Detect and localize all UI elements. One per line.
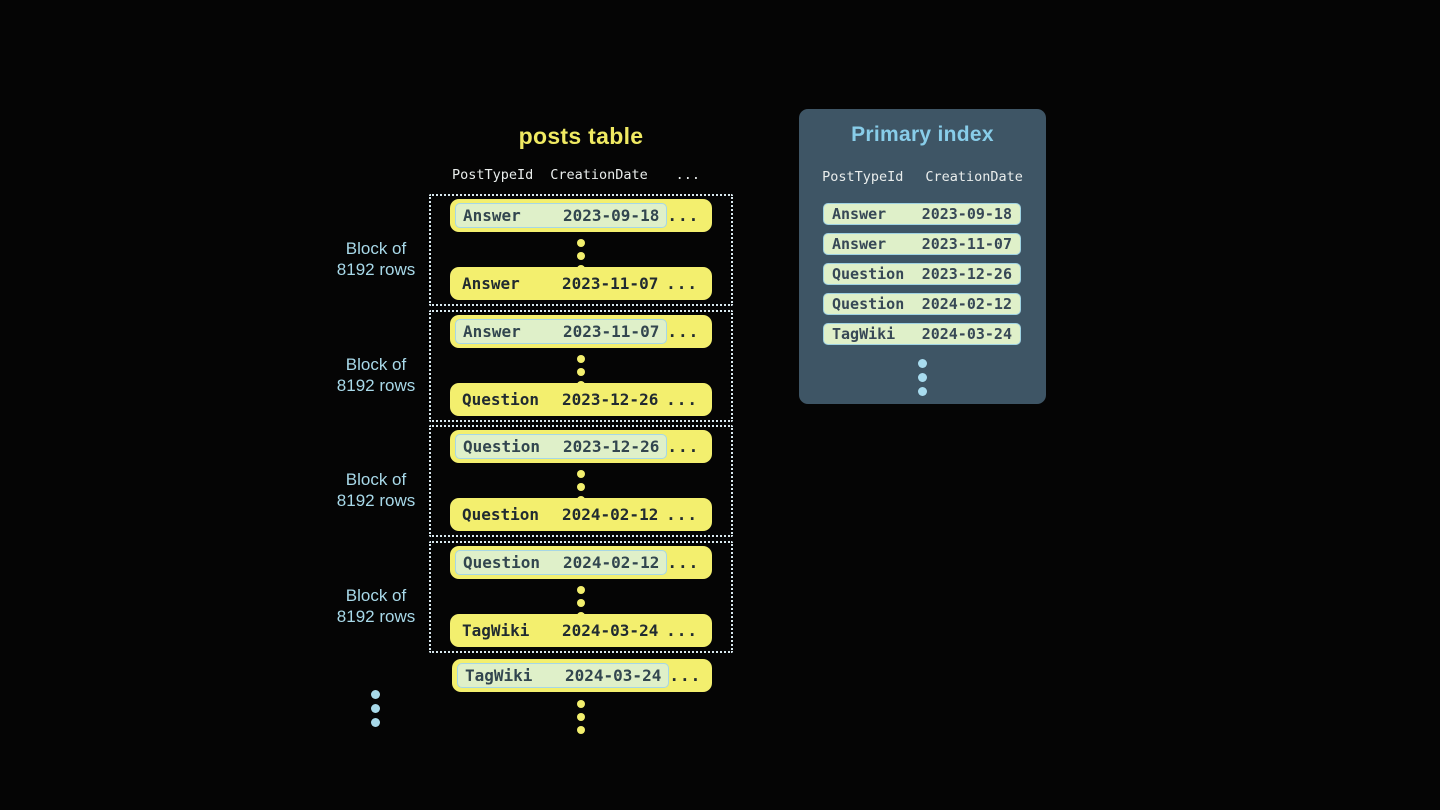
row-more-columns: ... bbox=[666, 621, 698, 640]
row-post-type: Answer bbox=[462, 274, 520, 293]
index-post-type: Answer bbox=[832, 205, 887, 223]
row-post-type: Question bbox=[462, 390, 540, 409]
column-header-more: ... bbox=[675, 167, 700, 183]
more-index-entries-dots-icon bbox=[918, 356, 927, 398]
block-size-label: Block of 8192 rows bbox=[326, 238, 426, 280]
index-creation-date: 2024-02-12 bbox=[921, 295, 1012, 313]
row-creation-date: 2024-02-12 bbox=[562, 505, 659, 524]
block-label-line1: Block of bbox=[345, 586, 407, 605]
block-label-line1: Block of bbox=[345, 355, 407, 374]
index-entry-highlight: Question 2023-12-26 bbox=[455, 434, 668, 459]
block-size-label: Block of 8192 rows bbox=[326, 469, 426, 511]
table-row: Question 2024-02-12 ... bbox=[450, 546, 712, 579]
column-header-creationdate: CreationDate bbox=[925, 169, 1023, 185]
posts-table-title: posts table bbox=[518, 123, 644, 149]
row-post-type: TagWiki bbox=[462, 621, 530, 640]
table-row: Question 2024-02-12 ... bbox=[450, 498, 712, 531]
table-row: Question 2023-12-26 ... bbox=[450, 430, 712, 463]
row-block-2: Answer 2023-11-07 ... Question 2023-12-2… bbox=[429, 310, 733, 422]
primary-index-panel: Primary index PostTypeId CreationDate An… bbox=[799, 109, 1046, 404]
index-row: Question 2023-12-26 bbox=[823, 263, 1021, 285]
block-size-label: Block of 8192 rows bbox=[326, 585, 426, 627]
row-creation-date: 2023-11-07 bbox=[563, 322, 660, 341]
table-row: Answer 2023-11-07 ... bbox=[450, 315, 712, 348]
index-post-type: Question bbox=[832, 265, 905, 283]
row-more-columns: ... bbox=[666, 390, 698, 409]
column-header-posttypeid: PostTypeId bbox=[822, 169, 904, 185]
row-more-columns: ... bbox=[667, 437, 700, 456]
row-more-columns: ... bbox=[666, 274, 698, 293]
row-post-type: TagWiki bbox=[465, 666, 533, 685]
primary-index-rows: Answer 2023-09-18 Answer 2023-11-07 Ques… bbox=[823, 203, 1021, 353]
row-post-type: Question bbox=[463, 553, 541, 572]
row-more-columns: ... bbox=[667, 206, 700, 225]
row-creation-date: 2024-02-12 bbox=[563, 553, 660, 572]
row-creation-date: 2024-03-24 bbox=[562, 621, 659, 640]
index-post-type: Answer bbox=[832, 235, 887, 253]
index-row: Answer 2023-11-07 bbox=[823, 233, 1021, 255]
index-entry-highlight: Answer 2023-09-18 bbox=[455, 203, 668, 228]
row-creation-date: 2023-11-07 bbox=[562, 274, 659, 293]
block-label-line2: 8192 rows bbox=[336, 491, 416, 510]
block-label-line2: 8192 rows bbox=[336, 607, 416, 626]
row-more-columns: ... bbox=[667, 322, 700, 341]
index-entry-highlight: Question 2024-02-12 bbox=[455, 550, 668, 575]
row-post-type: Question bbox=[463, 437, 541, 456]
more-blocks-dots-icon bbox=[371, 687, 380, 729]
block-label-line2: 8192 rows bbox=[336, 260, 416, 279]
index-entry-highlight: TagWiki 2024-03-24 bbox=[457, 663, 670, 688]
row-creation-date: 2024-03-24 bbox=[565, 666, 662, 685]
index-post-type: TagWiki bbox=[832, 325, 896, 343]
row-block-4: Question 2024-02-12 ... TagWiki 2024-03-… bbox=[429, 541, 733, 653]
table-row: Answer 2023-11-07 ... bbox=[450, 267, 712, 300]
table-row: TagWiki 2024-03-24 ... bbox=[452, 659, 712, 692]
column-header-posttypeid: PostTypeId bbox=[452, 167, 534, 183]
row-more-columns: ... bbox=[666, 505, 698, 524]
primary-index-column-headers: PostTypeId CreationDate bbox=[799, 169, 1046, 185]
row-creation-date: 2023-12-26 bbox=[562, 390, 659, 409]
block-label-line1: Block of bbox=[345, 470, 407, 489]
primary-index-title: Primary index bbox=[851, 123, 994, 146]
row-post-type: Answer bbox=[463, 206, 521, 225]
index-creation-date: 2023-09-18 bbox=[921, 205, 1012, 223]
column-header-creationdate: CreationDate bbox=[550, 167, 648, 183]
block-size-label: Block of 8192 rows bbox=[326, 354, 426, 396]
block-label-line1: Block of bbox=[345, 239, 407, 258]
index-creation-date: 2023-12-26 bbox=[921, 265, 1012, 283]
table-row: Answer 2023-09-18 ... bbox=[450, 199, 712, 232]
more-rows-dots-icon bbox=[577, 697, 585, 736]
row-creation-date: 2023-09-18 bbox=[563, 206, 660, 225]
index-creation-date: 2023-11-07 bbox=[921, 235, 1012, 253]
posts-table-column-headers: PostTypeId CreationDate ... bbox=[452, 167, 700, 183]
row-post-type: Question bbox=[462, 505, 540, 524]
block-label-line2: 8192 rows bbox=[336, 376, 416, 395]
index-creation-date: 2024-03-24 bbox=[921, 325, 1012, 343]
index-row: TagWiki 2024-03-24 bbox=[823, 323, 1021, 345]
row-more-columns: ... bbox=[667, 553, 700, 572]
table-row: TagWiki 2024-03-24 ... bbox=[450, 614, 712, 647]
row-block-1: Answer 2023-09-18 ... Answer 2023-11-07 … bbox=[429, 194, 733, 306]
index-row: Question 2024-02-12 bbox=[823, 293, 1021, 315]
index-post-type: Question bbox=[832, 295, 905, 313]
row-post-type: Answer bbox=[463, 322, 521, 341]
table-row: Question 2023-12-26 ... bbox=[450, 383, 712, 416]
row-creation-date: 2023-12-26 bbox=[563, 437, 660, 456]
row-more-columns: ... bbox=[669, 666, 702, 685]
row-block-3: Question 2023-12-26 ... Question 2024-02… bbox=[429, 425, 733, 537]
index-row: Answer 2023-09-18 bbox=[823, 203, 1021, 225]
index-entry-highlight: Answer 2023-11-07 bbox=[455, 319, 668, 344]
